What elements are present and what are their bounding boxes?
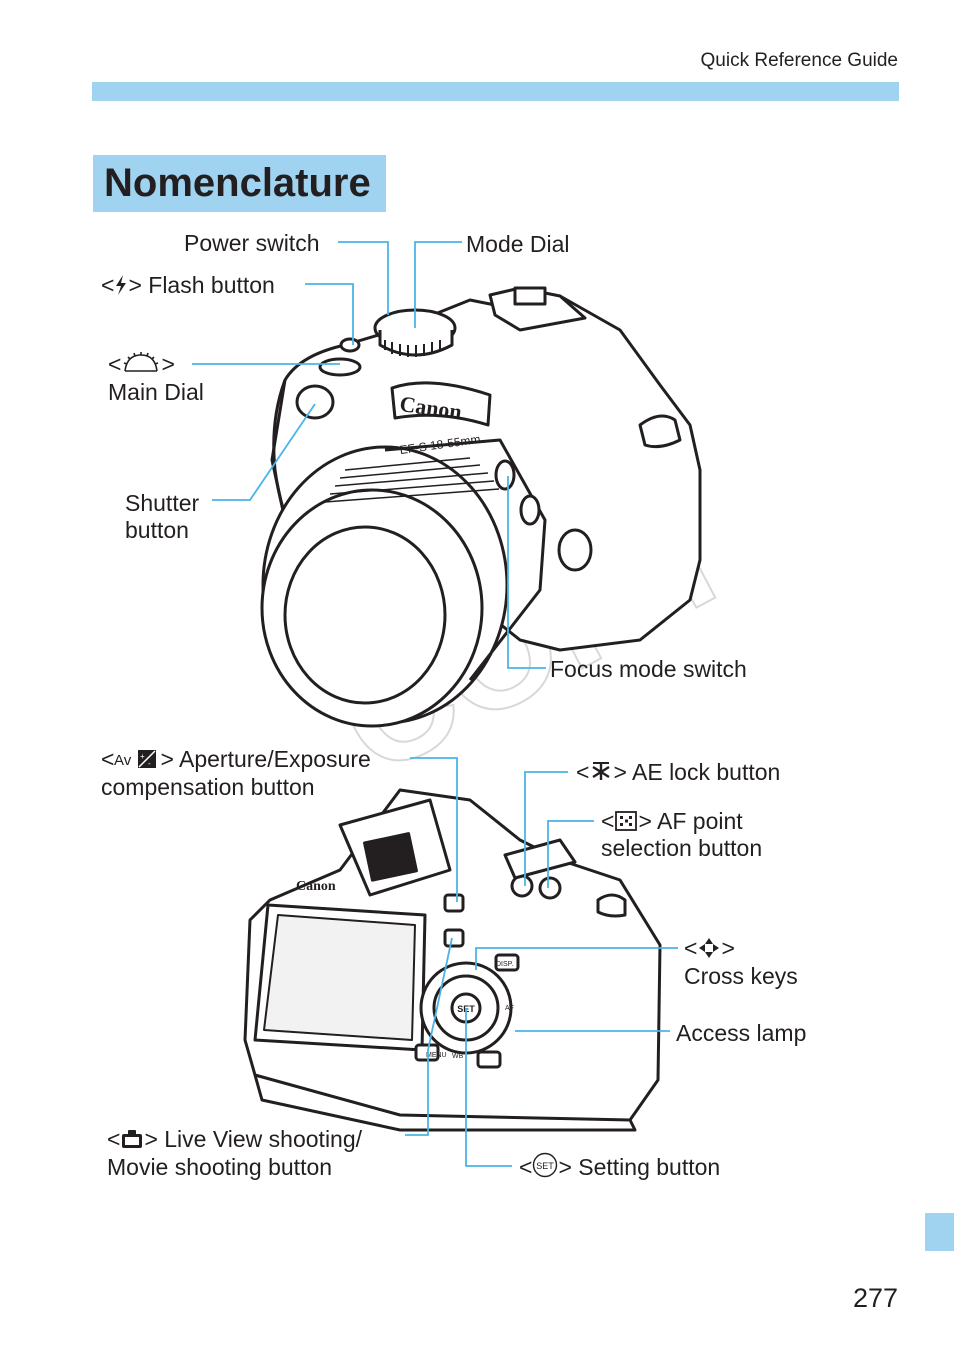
menu-button-text: MENU [426, 1052, 447, 1059]
front-camera: Canon EF-S 18-55mm [260, 286, 702, 728]
flash-icon [116, 275, 127, 295]
label-aperture-exposure: <Av+-> Aperture/Exposure [101, 746, 371, 772]
label-ae-lock: <> AE lock button [576, 759, 781, 785]
svg-text:+: + [140, 752, 145, 761]
set-button-icon: SET [533, 1152, 558, 1178]
af-button-text: AF [505, 1005, 514, 1012]
label-mode-dial: Mode Dial [466, 231, 570, 257]
setting-button-text: Setting button [578, 1154, 721, 1180]
disp-button-text: DISP. [496, 961, 513, 968]
page-number: 277 [852, 1283, 898, 1313]
svg-text:Av: Av [114, 752, 132, 769]
label-main-dial: Main Dial [108, 379, 204, 405]
label-setting-button: <SET> Setting button [519, 1152, 721, 1180]
flash-button-text: Flash button [148, 272, 275, 298]
back-camera: SET Canon MENU DISP. WB AF [243, 788, 662, 1132]
label-af-point: <> AF point [601, 808, 743, 834]
af-point-text: AF point [657, 808, 743, 834]
ae-lock-icon [592, 762, 611, 780]
page-side-tab [925, 1213, 954, 1251]
label-cross-keys: Cross keys [684, 963, 798, 989]
live-view-text: Live View shooting/ [164, 1126, 363, 1152]
leader-lines [192, 241, 678, 1167]
title-background [93, 155, 386, 212]
af-point-icon [615, 811, 638, 831]
ae-lock-text: AE lock button [632, 759, 781, 785]
label-shutter-line2: button [125, 517, 189, 543]
label-focus-mode-switch: Focus mode switch [550, 656, 747, 682]
av-exposure-icon: Av +- [114, 750, 157, 769]
aperture-exposure-text: Aperture/Exposure [179, 746, 371, 772]
label-af-point-line2: selection button [601, 835, 763, 861]
label-aperture-exposure-line2: compensation button [101, 774, 315, 800]
svg-text:SET: SET [537, 1161, 555, 1171]
main-dial-symbol: <> [108, 351, 175, 377]
label-flash-button: <> Flash button [101, 272, 275, 298]
live-view-camera-icon [122, 1130, 143, 1148]
label-live-view: <> Live View shooting/ [107, 1126, 363, 1152]
label-access-lamp: Access lamp [676, 1020, 807, 1046]
back-brand-logo: Canon [296, 879, 336, 894]
cross-keys-icon [699, 938, 720, 958]
header-guide-title: Quick Reference Guide [700, 50, 899, 71]
wb-button-text: WB [452, 1053, 464, 1060]
label-power-switch: Power switch [184, 230, 320, 256]
header-accent-bar [92, 82, 899, 101]
label-shutter-line1: Shutter [125, 490, 200, 516]
page-title: Nomenclature [104, 161, 371, 205]
cross-keys-symbol: <> [684, 935, 735, 961]
svg-text:-: - [148, 759, 151, 768]
label-live-view-line2: Movie shooting button [107, 1154, 333, 1180]
main-dial-icon [124, 352, 159, 372]
